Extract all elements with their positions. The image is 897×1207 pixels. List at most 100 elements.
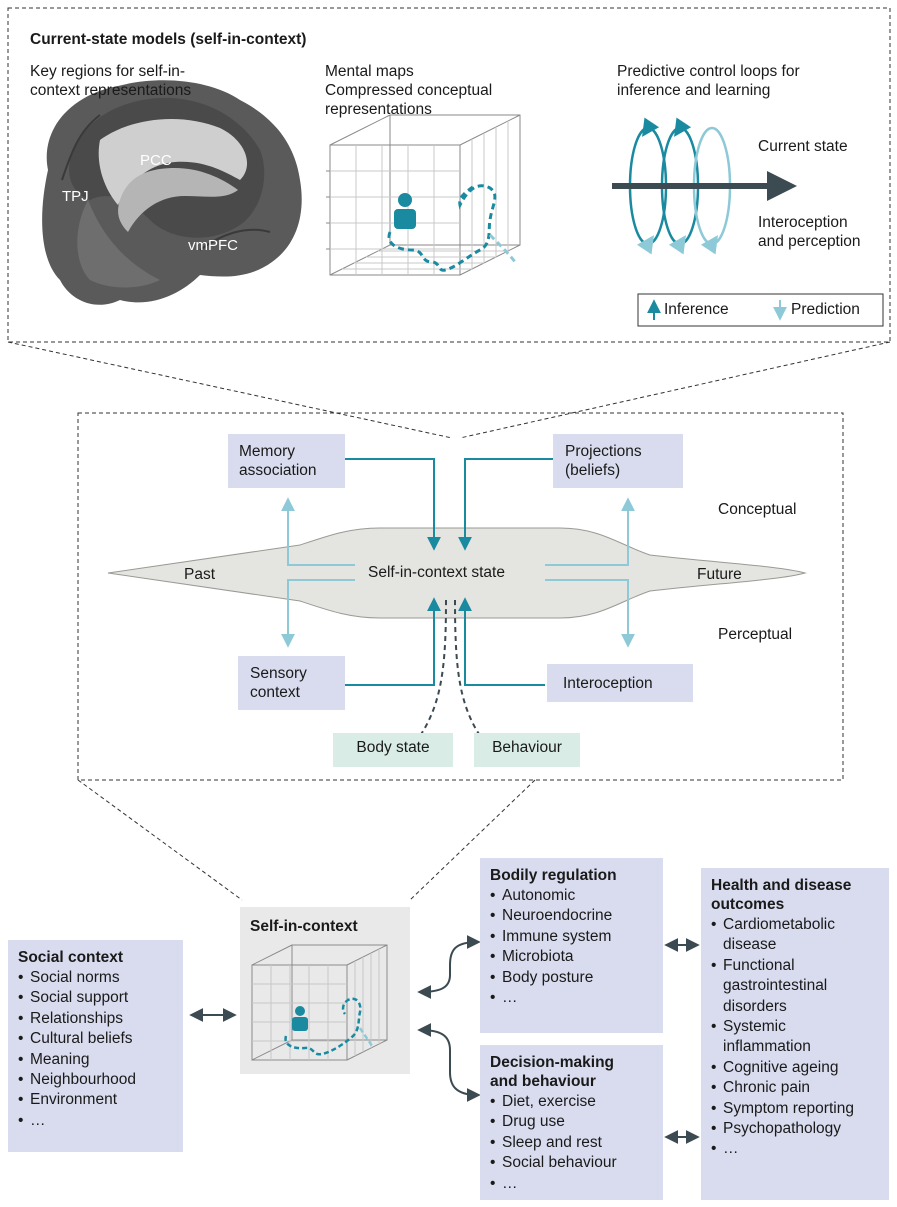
small-cube: [251, 944, 388, 1061]
list-item: Microbiota: [490, 947, 653, 968]
regions-heading: Key regions for self-in- context represe…: [30, 62, 191, 100]
brain-label-pcc: PCC: [140, 152, 172, 169]
maps-heading: Mental maps Compressed conceptual repres…: [325, 62, 492, 119]
connector-top-right: [459, 341, 891, 439]
loops-heading-line1: Predictive control loops for: [617, 63, 800, 80]
body-state-box: Body state: [333, 733, 453, 767]
memory-association-box: Memory association: [228, 434, 345, 488]
person-icon: [394, 193, 416, 229]
list-item: Social norms: [18, 968, 173, 989]
list-item: Cultural beliefs: [18, 1029, 173, 1050]
list-item: Social behaviour: [490, 1153, 653, 1174]
list-item: Drug use: [490, 1112, 653, 1133]
brain-label-vmpfc: vmPFC: [188, 237, 238, 254]
connector-top-left: [7, 341, 453, 439]
maps-heading-line2: Compressed conceptual: [325, 82, 493, 99]
projections-box: Projections (beliefs): [553, 434, 683, 488]
loops-heading: Predictive control loops for inference a…: [617, 62, 800, 100]
sensory-line2: context: [250, 684, 300, 701]
small-person-icon: [292, 1006, 308, 1031]
maps-heading-line1: Mental maps: [325, 63, 414, 80]
list-item: Sleep and rest: [490, 1133, 653, 1154]
bodily-regulation-title: Bodily regulation: [490, 867, 617, 884]
interoception-perception-label: Interoception and perception: [758, 213, 861, 251]
legend-prediction-label: Prediction: [791, 301, 860, 318]
mental-map-trajectory-faded: [488, 233, 517, 263]
connector-mid-right: [409, 779, 536, 901]
decision-making-list: Diet, exercise Drug use Sleep and rest S…: [490, 1092, 653, 1194]
top-panel-title: Current-state models (self-in-context): [30, 31, 307, 48]
intero-line2: and perception: [758, 233, 861, 250]
list-item: …: [490, 1174, 653, 1195]
mental-map-cube: [326, 114, 521, 276]
social-context-box: Social context Social norms Social suppo…: [8, 940, 183, 1152]
bodily-regulation-box: Bodily regulation Autonomic Neuroendocri…: [480, 858, 663, 1033]
decision-title-line2: and behaviour: [490, 1073, 596, 1090]
brain-illustration: [42, 80, 302, 305]
list-item: Body posture: [490, 968, 653, 989]
connector-mid-left: [77, 779, 243, 901]
maps-heading-line3: representations: [325, 101, 432, 118]
list-item: Neighbourhood: [18, 1070, 173, 1091]
list-item: Autonomic: [490, 886, 653, 907]
list-item: Social support: [18, 988, 173, 1009]
brain-label-tpj: TPJ: [62, 188, 89, 205]
health-outcomes-box: Health and disease outcomes Cardiometabo…: [701, 868, 889, 1200]
sensory-context-box: Sensory context: [238, 656, 345, 710]
perceptual-label: Perceptual: [718, 626, 793, 643]
decision-making-box: Decision-making and behaviour Diet, exer…: [480, 1045, 663, 1200]
memory-line1: Memory: [239, 443, 295, 460]
middle-arrows: [281, 458, 635, 762]
health-outcomes-list: Cardiometabolic disease Functional gastr…: [711, 915, 879, 1160]
legend-inference-label: Inference: [664, 301, 729, 318]
social-context-list: Social norms Social support Relationship…: [18, 968, 173, 1132]
decision-title-line1: Decision-making: [490, 1054, 615, 1071]
past-label: Past: [184, 566, 216, 583]
health-title-line2: outcomes: [711, 896, 785, 913]
list-item: …: [490, 988, 653, 1009]
list-item: Neuroendocrine: [490, 906, 653, 927]
list-item: Chronic pain: [711, 1078, 879, 1099]
projections-line1: Projections: [565, 443, 642, 460]
health-title-line1: Health and disease: [711, 877, 852, 894]
current-state-label: Current state: [758, 138, 848, 155]
loops-heading-line2: inference and learning: [617, 82, 771, 99]
list-item: Meaning: [18, 1050, 173, 1071]
list-item: Psychopathology: [711, 1119, 879, 1140]
self-in-context-title: Self-in-context: [250, 918, 358, 935]
list-item: Systemic inflammation: [711, 1017, 843, 1058]
list-item: Immune system: [490, 927, 653, 948]
interoception-label: Interoception: [563, 675, 653, 692]
regions-heading-line1: Key regions for self-in-: [30, 63, 186, 80]
loop-legend-box: [637, 293, 884, 327]
social-context-title: Social context: [18, 949, 124, 966]
memory-line2: association: [239, 462, 317, 479]
list-item: Environment: [18, 1090, 173, 1111]
sensory-line1: Sensory: [250, 665, 307, 682]
bottom-arrows: [189, 935, 700, 1144]
top-panel-frame: [7, 7, 891, 343]
list-item: Functional gastrointestinal disorders: [711, 956, 873, 1017]
list-item: Cognitive ageing: [711, 1058, 879, 1079]
bodily-regulation-list: Autonomic Neuroendocrine Immune system M…: [490, 886, 653, 1009]
list-item: Cardiometabolic disease: [711, 915, 873, 956]
list-item: …: [18, 1111, 173, 1132]
intero-line1: Interoception: [758, 214, 848, 231]
list-item: Diet, exercise: [490, 1092, 653, 1113]
small-trajectory-faded: [358, 1027, 375, 1049]
self-in-context-box: [240, 907, 410, 1074]
list-item: …: [711, 1139, 879, 1160]
regions-heading-line2: context representations: [30, 82, 192, 99]
mental-map-trajectory: [387, 183, 497, 272]
list-item: Relationships: [18, 1009, 173, 1030]
projections-line2: (beliefs): [565, 462, 621, 479]
interoception-box: Interoception: [547, 664, 693, 702]
list-item: Symptom reporting: [711, 1099, 879, 1120]
self-in-context-state-label: Self-in-context state: [368, 564, 505, 581]
conceptual-label: Conceptual: [718, 501, 797, 518]
small-trajectory: [284, 997, 362, 1056]
self-in-context-blob: [107, 527, 807, 619]
behaviour-box: Behaviour: [474, 733, 580, 767]
future-label: Future: [697, 566, 742, 583]
